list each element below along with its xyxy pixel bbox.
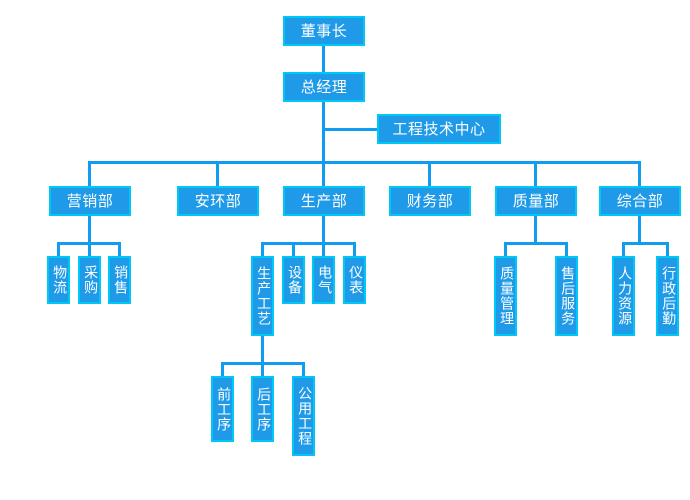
- node-equipment[interactable]: 设备: [282, 256, 305, 304]
- node-dept-marketing[interactable]: 营销部: [49, 186, 131, 216]
- node-chairman[interactable]: 董事长: [283, 16, 365, 46]
- node-utility-engineering-label: 公用工程: [296, 386, 313, 446]
- node-front-process[interactable]: 前工序: [211, 376, 234, 442]
- connector-quality-drop-management: [504, 242, 507, 256]
- node-dept-quality-label: 质量部: [512, 191, 560, 210]
- node-quality-management-label: 质量管理: [498, 266, 515, 326]
- node-general-manager-label: 总经理: [300, 77, 348, 96]
- node-engineering-center[interactable]: 工程技术中心: [377, 114, 501, 144]
- node-logistics[interactable]: 物流: [47, 256, 70, 304]
- node-dept-finance-label: 财务部: [406, 191, 454, 210]
- connector-gm-to-engineering-center: [322, 128, 379, 131]
- node-after-sales-service[interactable]: 售后服务: [555, 256, 578, 336]
- node-chairman-label: 董事长: [300, 21, 348, 40]
- connector-bus-drop-quality: [534, 161, 537, 186]
- connector-process-drop-utility: [302, 362, 305, 376]
- connector-production-drop-process: [261, 242, 264, 256]
- connector-gm-trunk: [322, 102, 325, 163]
- node-production-process[interactable]: 生产工艺: [251, 256, 274, 336]
- connector-general-affairs-drop-admin: [666, 242, 669, 256]
- node-front-process-label: 前工序: [215, 386, 232, 432]
- connector-bus-drop-finance: [428, 161, 431, 186]
- connector-marketing-drop-logistics: [57, 242, 60, 256]
- connector-process-drop-back: [261, 362, 264, 376]
- node-dept-safety-env[interactable]: 安环部: [177, 186, 259, 216]
- node-procurement[interactable]: 采购: [78, 256, 101, 304]
- node-sales[interactable]: 销售: [108, 256, 131, 304]
- node-utility-engineering[interactable]: 公用工程: [292, 376, 315, 456]
- node-dept-quality[interactable]: 质量部: [495, 186, 577, 216]
- node-general-manager[interactable]: 总经理: [283, 72, 365, 102]
- node-procurement-label: 采购: [82, 265, 99, 295]
- node-admin-logistics-label: 行政后勤: [660, 266, 677, 326]
- node-logistics-label: 物流: [51, 265, 68, 295]
- connector-production-stem: [322, 216, 325, 242]
- node-instrument[interactable]: 仪表: [343, 256, 366, 304]
- connector-bus-drop-production: [322, 161, 325, 186]
- node-dept-production-label: 生产部: [300, 191, 348, 210]
- node-back-process[interactable]: 后工序: [251, 376, 274, 442]
- connector-quality-drop-after-sales: [565, 242, 568, 256]
- connector-production-drop-electrical: [322, 242, 325, 256]
- node-dept-general-affairs[interactable]: 综合部: [599, 186, 681, 216]
- connector-general-affairs-stem: [638, 216, 641, 242]
- node-instrument-label: 仪表: [347, 265, 364, 295]
- node-dept-finance[interactable]: 财务部: [389, 186, 471, 216]
- node-admin-logistics[interactable]: 行政后勤: [656, 256, 679, 336]
- node-after-sales-service-label: 售后服务: [559, 266, 576, 326]
- node-electrical-label: 电气: [316, 265, 333, 295]
- connector-bus-drop-safety-env: [216, 161, 219, 186]
- connector-department-bus: [88, 161, 641, 164]
- connector-quality-stem: [534, 216, 537, 242]
- node-quality-management[interactable]: 质量管理: [494, 256, 517, 336]
- node-dept-production[interactable]: 生产部: [283, 186, 365, 216]
- connector-general-affairs-bus: [622, 242, 669, 245]
- node-production-process-label: 生产工艺: [255, 266, 272, 326]
- connector-bus-drop-general-affairs: [638, 161, 641, 186]
- connector-production-drop-equipment: [292, 242, 295, 256]
- node-sales-label: 销售: [112, 265, 129, 295]
- connector-marketing-stem: [88, 216, 91, 242]
- node-dept-safety-env-label: 安环部: [194, 191, 242, 210]
- connector-process-drop-front: [221, 362, 224, 376]
- node-engineering-center-label: 工程技术中心: [392, 119, 486, 138]
- connector-marketing-drop-procurement: [88, 242, 91, 256]
- connector-marketing-drop-sales: [118, 242, 121, 256]
- node-human-resources-label: 人力资源: [616, 266, 633, 326]
- connector-quality-bus: [504, 242, 568, 245]
- connector-general-affairs-drop-hr: [622, 242, 625, 256]
- connector-production-bus: [261, 242, 356, 245]
- connector-bus-drop-marketing: [88, 161, 91, 186]
- node-human-resources[interactable]: 人力资源: [612, 256, 635, 336]
- connector-production-drop-instrument: [353, 242, 356, 256]
- connector-chairman-to-gm: [322, 46, 325, 72]
- node-dept-marketing-label: 营销部: [66, 191, 114, 210]
- node-equipment-label: 设备: [286, 265, 303, 295]
- node-back-process-label: 后工序: [255, 386, 272, 432]
- node-dept-general-affairs-label: 综合部: [616, 191, 664, 210]
- connector-production-process-stem: [261, 336, 264, 362]
- node-electrical[interactable]: 电气: [312, 256, 335, 304]
